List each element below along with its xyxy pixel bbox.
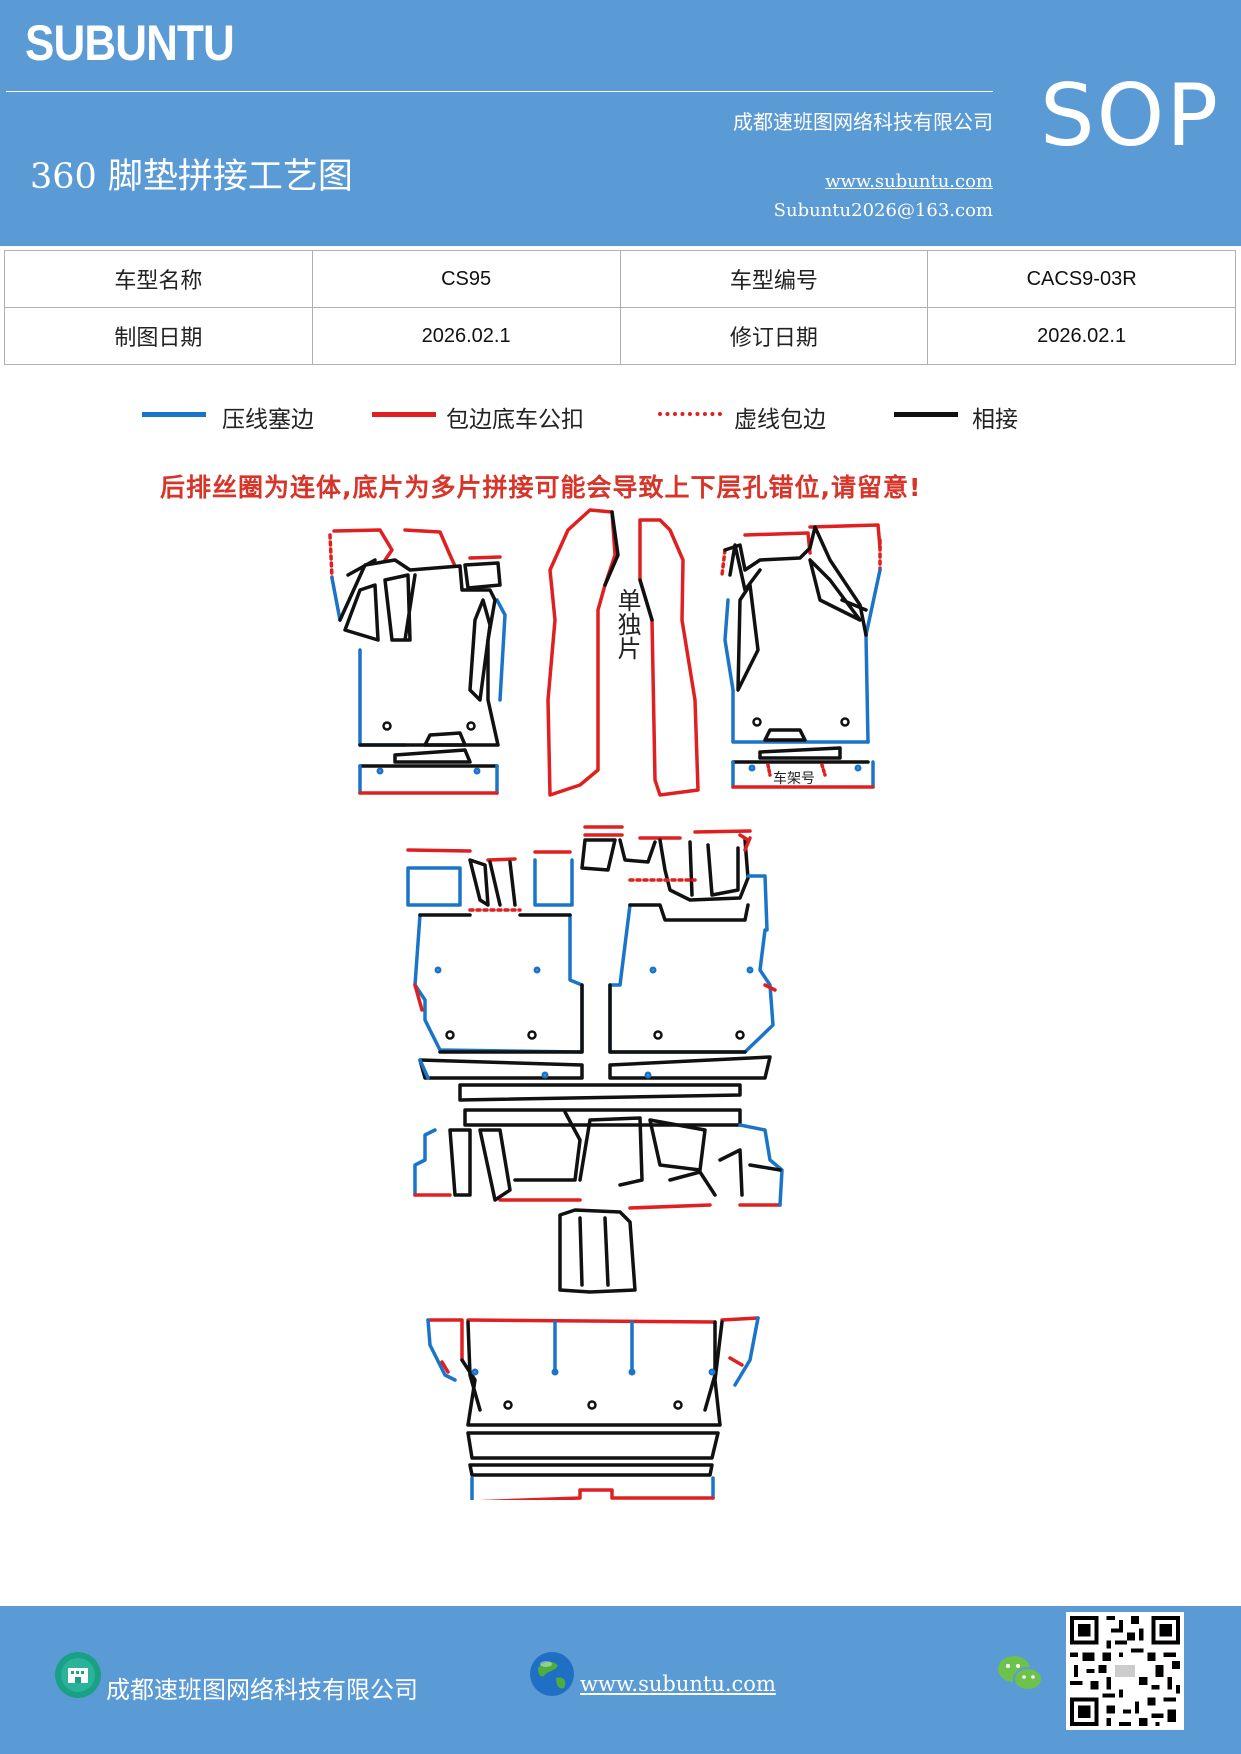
vehicle-info-table: 车型名称 CS95 车型编号 CACS9-03R 制图日期 2026.02.1 … [4,250,1236,365]
revision-date-value: 2026.02.1 [927,307,1236,365]
legend-swatch-red [372,412,436,417]
warning-note: 后排丝圈为连体,底片为多片拼接可能会导致上下层孔错位,请留意! [160,473,922,502]
legend-label: 相接 [972,407,1018,433]
model-name-label: 车型名称 [4,250,313,308]
front-right-mat [720,523,882,789]
model-name-value: CS95 [311,250,621,308]
floor-mat-splicing-diagram: 单独片 车架号 [328,508,882,1500]
brand-logo: SUBUNTU [25,15,235,71]
table-row: 制图日期 2026.02.1 修订日期 2026.02.1 [4,307,1236,365]
single-piece-text: 单独片 [613,588,641,660]
globe-icon [530,1652,574,1696]
legend-label: 虚线包边 [734,407,826,433]
wechat-icon [998,1656,1043,1691]
revision-date-label: 修订日期 [619,307,929,365]
legend-label: 压线塞边 [222,407,314,433]
single-piece-mat [546,508,700,797]
legend-swatch-blue [142,412,206,417]
sop-label: SOP [1040,66,1221,166]
draw-date-label: 制图日期 [4,307,313,365]
legend-swatch-red-dotted [658,412,722,416]
front-left-mat [328,528,507,795]
legend-label: 包边底车公扣 [446,407,584,433]
single-piece-label: 单独片 [613,588,641,660]
header-email: Subuntu2026@163.com [773,200,993,221]
frame-number-label: 车架号 [773,770,815,787]
rear-middle-mats [406,825,784,1210]
header-divider [6,91,993,92]
footer-website-link[interactable]: www.subuntu.com [580,1672,776,1696]
model-code-label: 车型编号 [619,250,929,308]
legend-swatch-black [894,412,958,417]
document-title: 360 脚垫拼接工艺图 [30,157,353,197]
frame-number-text: 车架号 [773,770,815,787]
header-company: 成都速班图网络科技有限公司 [733,110,993,134]
table-row: 车型名称 CS95 车型编号 CACS9-03R [4,250,1236,308]
header-website-link[interactable]: www.subuntu.com [825,171,993,192]
qr-code [1066,1612,1184,1730]
draw-date-value: 2026.02.1 [311,307,621,365]
header-bar [0,0,1241,246]
center-console-piece [558,1208,637,1294]
rear-bottom-mat [426,1316,760,1500]
model-code-value: CACS9-03R [927,250,1236,308]
building-icon [55,1652,101,1698]
footer-company: 成都速班图网络科技有限公司 [106,1676,418,1704]
